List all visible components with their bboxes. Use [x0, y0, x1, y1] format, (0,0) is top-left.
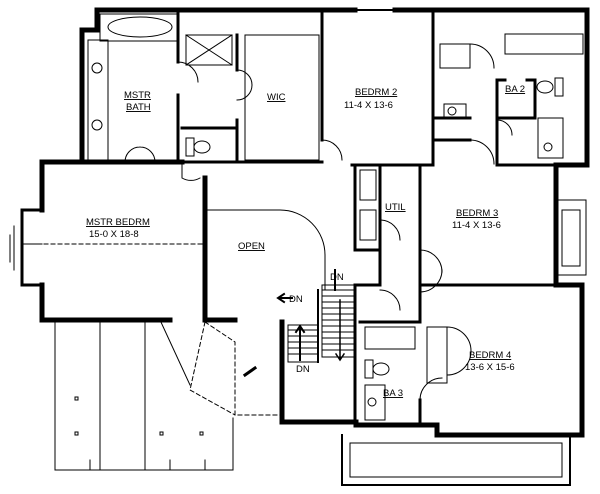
washer [359, 169, 377, 201]
up-arrow-icon [294, 324, 306, 361]
master-bedroom-label: MSTR BEDRM [86, 217, 150, 228]
vanity-counter [87, 39, 109, 161]
bedroom-4-label: BEDRM 4 [469, 350, 511, 361]
dryer [359, 209, 377, 241]
bedroom-2-label: BEDRM 2 [355, 87, 397, 98]
stair-dn-label-left: DN [289, 294, 303, 305]
vanity [537, 117, 564, 159]
bath-3-label: BA 3 [383, 388, 403, 399]
bedroom-3-dims: 11-4 X 13-6 [452, 220, 501, 231]
master-bedroom [9, 161, 234, 471]
bedroom-4-dims: 13-6 X 15-6 [465, 362, 515, 373]
bath-2-label: BA 2 [505, 84, 525, 95]
utility-hall [359, 169, 443, 311]
bedroom-2-dims: 11-4 X 13-6 [344, 100, 393, 111]
sink-icon [367, 397, 377, 407]
master-bath [87, 13, 233, 163]
sink-icon [543, 142, 553, 152]
open-area-stairs [189, 209, 356, 416]
open-label: OPEN [238, 241, 265, 252]
closet [426, 326, 448, 384]
room-labels: MSTR BATH WIC BEDRM 2 11-4 X 13-6 BA 2 M… [86, 84, 525, 399]
stair-dn-label-top: DN [330, 272, 344, 283]
bedroom-4-bath-3 [341, 326, 571, 486]
sink-icon [91, 119, 103, 131]
left-arrow-icon [276, 292, 293, 304]
vanity [364, 384, 386, 421]
bedroom-3 [555, 194, 587, 281]
tub-basin [107, 16, 173, 38]
bedroom-3-label: BEDRM 3 [456, 208, 498, 219]
bathtub [364, 326, 416, 350]
bedroom-2-bath-2 [354, 9, 584, 165]
sink-icon [447, 106, 457, 116]
walk-in-closet [177, 34, 343, 161]
closet [439, 43, 471, 69]
toilet-icon [185, 137, 195, 157]
bathtub [99, 13, 179, 42]
toilet-icon [554, 77, 564, 97]
sink-icon [91, 62, 103, 74]
shower [185, 34, 233, 66]
mstr-bath-label-2: BATH [126, 102, 151, 113]
vanity [443, 103, 467, 119]
bathtub [504, 33, 584, 55]
toilet-icon [364, 359, 374, 379]
wic-label: WIC [267, 92, 286, 103]
window-seat [555, 199, 587, 276]
down-arrow-icon [334, 299, 346, 362]
master-bedroom-dims: 15-0 X 18-8 [89, 229, 139, 240]
mstr-bath-label-1: MSTR [124, 90, 151, 101]
stair-dn-label-bottom: DN [296, 364, 310, 375]
util-label: UTIL [385, 202, 406, 213]
